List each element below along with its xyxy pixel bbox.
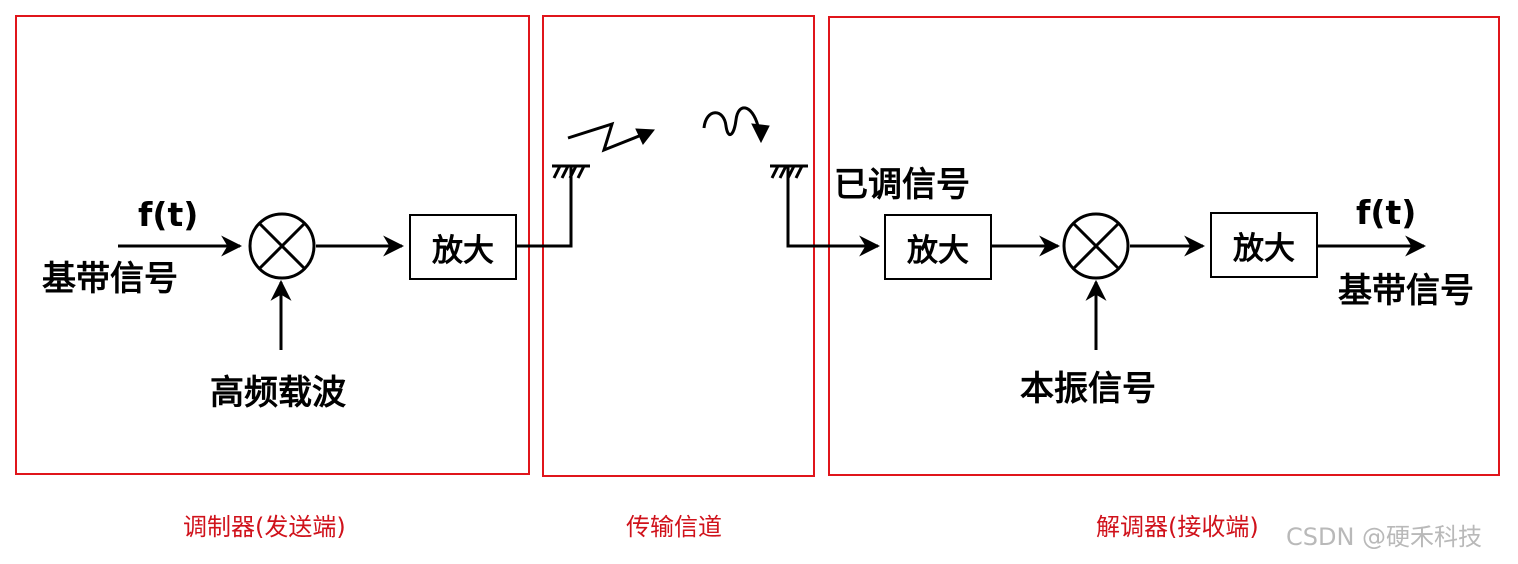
- output-symbol: f(t): [1356, 193, 1417, 232]
- input-label: 基带信号: [42, 259, 178, 299]
- rx-antenna-icon: [770, 164, 808, 179]
- radio-wave-tx-icon: [567, 121, 655, 153]
- rx-feed-line: [786, 166, 881, 257]
- oscillator-label: 本振信号: [1020, 369, 1156, 409]
- radio-wave-rx-icon: [702, 106, 770, 144]
- mixer-2-icon: [1062, 212, 1130, 280]
- mixer-1-icon: [248, 212, 316, 280]
- watermark: CSDN @硬禾科技: [1286, 523, 1483, 551]
- demodulator-amp2-box: 放大: [1210, 212, 1318, 278]
- modulator-caption: 调制器(发送端): [183, 513, 346, 541]
- demodulator-amp1-box: 放大: [884, 214, 992, 280]
- received-signal-label: 已调信号: [834, 165, 970, 205]
- carrier-label: 高频载波: [210, 373, 346, 413]
- output-label: 基带信号: [1338, 271, 1474, 311]
- demodulator-caption: 解调器(接收端): [1096, 513, 1259, 541]
- channel-caption: 传输信道: [626, 513, 722, 541]
- tx-antenna-icon: [552, 164, 590, 179]
- input-symbol: f(t): [138, 195, 199, 234]
- modulator-amp-box: 放大: [409, 214, 517, 280]
- tx-feed-line: [517, 166, 573, 248]
